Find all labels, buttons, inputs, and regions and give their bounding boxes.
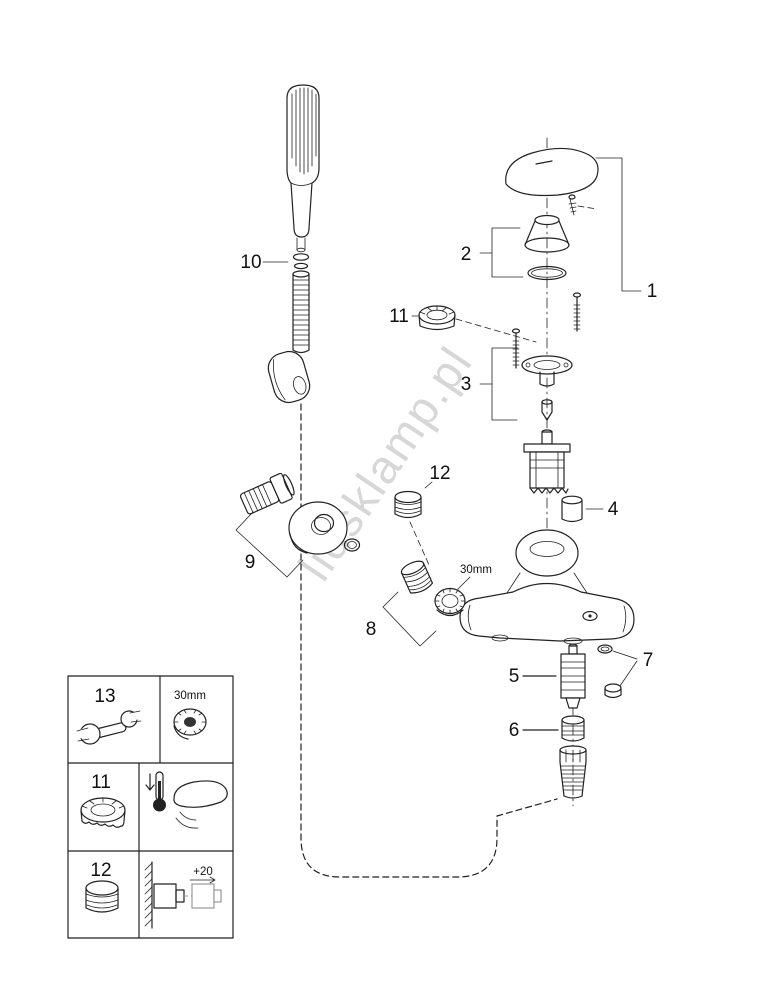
handle-screw — [568, 194, 577, 216]
callout-6: 6 — [509, 720, 520, 741]
wall-mount-offset-icon — [144, 861, 222, 929]
callout-11: 11 — [389, 306, 409, 327]
part-6-aerator — [561, 715, 585, 742]
part-8-adapter — [400, 560, 434, 594]
valve-stem — [541, 399, 553, 421]
o-ring — [527, 265, 567, 281]
lever-handle — [505, 147, 599, 197]
part-9-ring — [343, 538, 361, 552]
callout-8: 8 — [366, 619, 377, 640]
hose-routing-line — [300, 403, 558, 878]
part-11-cap — [418, 305, 456, 331]
leader-dash-11 — [455, 318, 537, 343]
callout-bracket-12 — [424, 481, 433, 489]
fixing-screws — [511, 292, 582, 369]
wall-union — [239, 472, 295, 515]
open-end-wrench-icon — [76, 710, 142, 745]
ribbed-plug-icon — [85, 880, 119, 913]
callout-bracket-9 — [235, 511, 304, 578]
dome-cap — [524, 214, 570, 253]
part-10-washers — [292, 253, 310, 270]
legend-nut-size-label: 30mm — [174, 690, 206, 702]
callout-9: 9 — [245, 552, 256, 573]
cartridge — [523, 429, 571, 494]
escutcheon-rosette — [288, 501, 348, 555]
nut-size-leader — [457, 576, 471, 590]
nut-size-label: 30mm — [460, 564, 492, 576]
part-7-seals — [597, 644, 622, 699]
shower-hose — [292, 270, 310, 354]
wall-bracket — [267, 350, 311, 404]
legend-number-11: 11 — [91, 772, 111, 793]
part-4-sleeve — [561, 495, 583, 523]
knurled-nut-icon — [173, 708, 207, 740]
part-12-plug — [394, 490, 422, 519]
callout-bracket-1 — [595, 157, 642, 292]
callout-12: 12 — [429, 463, 450, 484]
callout-bracket-2 — [479, 227, 524, 278]
legend-number-12: 12 — [90, 860, 111, 881]
legend-number-13: 13 — [94, 686, 115, 707]
leader-dash-screw — [577, 205, 598, 210]
leader-dash-12 — [409, 521, 430, 566]
legend-table: 13 30mm 11 — [67, 675, 234, 939]
callout-10: 10 — [240, 252, 261, 273]
escutcheon-flange — [521, 355, 573, 387]
callout-3: 3 — [461, 374, 472, 395]
callout-bracket-3 — [479, 347, 519, 421]
hose-nipple — [559, 745, 587, 799]
callout-4: 4 — [608, 499, 619, 520]
callout-5: 5 — [509, 666, 520, 687]
callout-bracket-8 — [382, 591, 437, 647]
part-8-nut — [434, 587, 466, 617]
callout-bracket-7 — [612, 650, 638, 687]
callout-7: 7 — [643, 650, 654, 671]
faucet-body — [459, 529, 635, 645]
hand-shower — [286, 84, 320, 253]
thermometer-lever-icon — [145, 771, 228, 829]
callout-2: 2 — [461, 244, 472, 265]
diverter-part-5 — [560, 643, 586, 709]
offset-label: +20 — [193, 866, 213, 878]
temperature-limiter-cap-icon — [80, 797, 126, 828]
callout-1: 1 — [647, 281, 658, 302]
